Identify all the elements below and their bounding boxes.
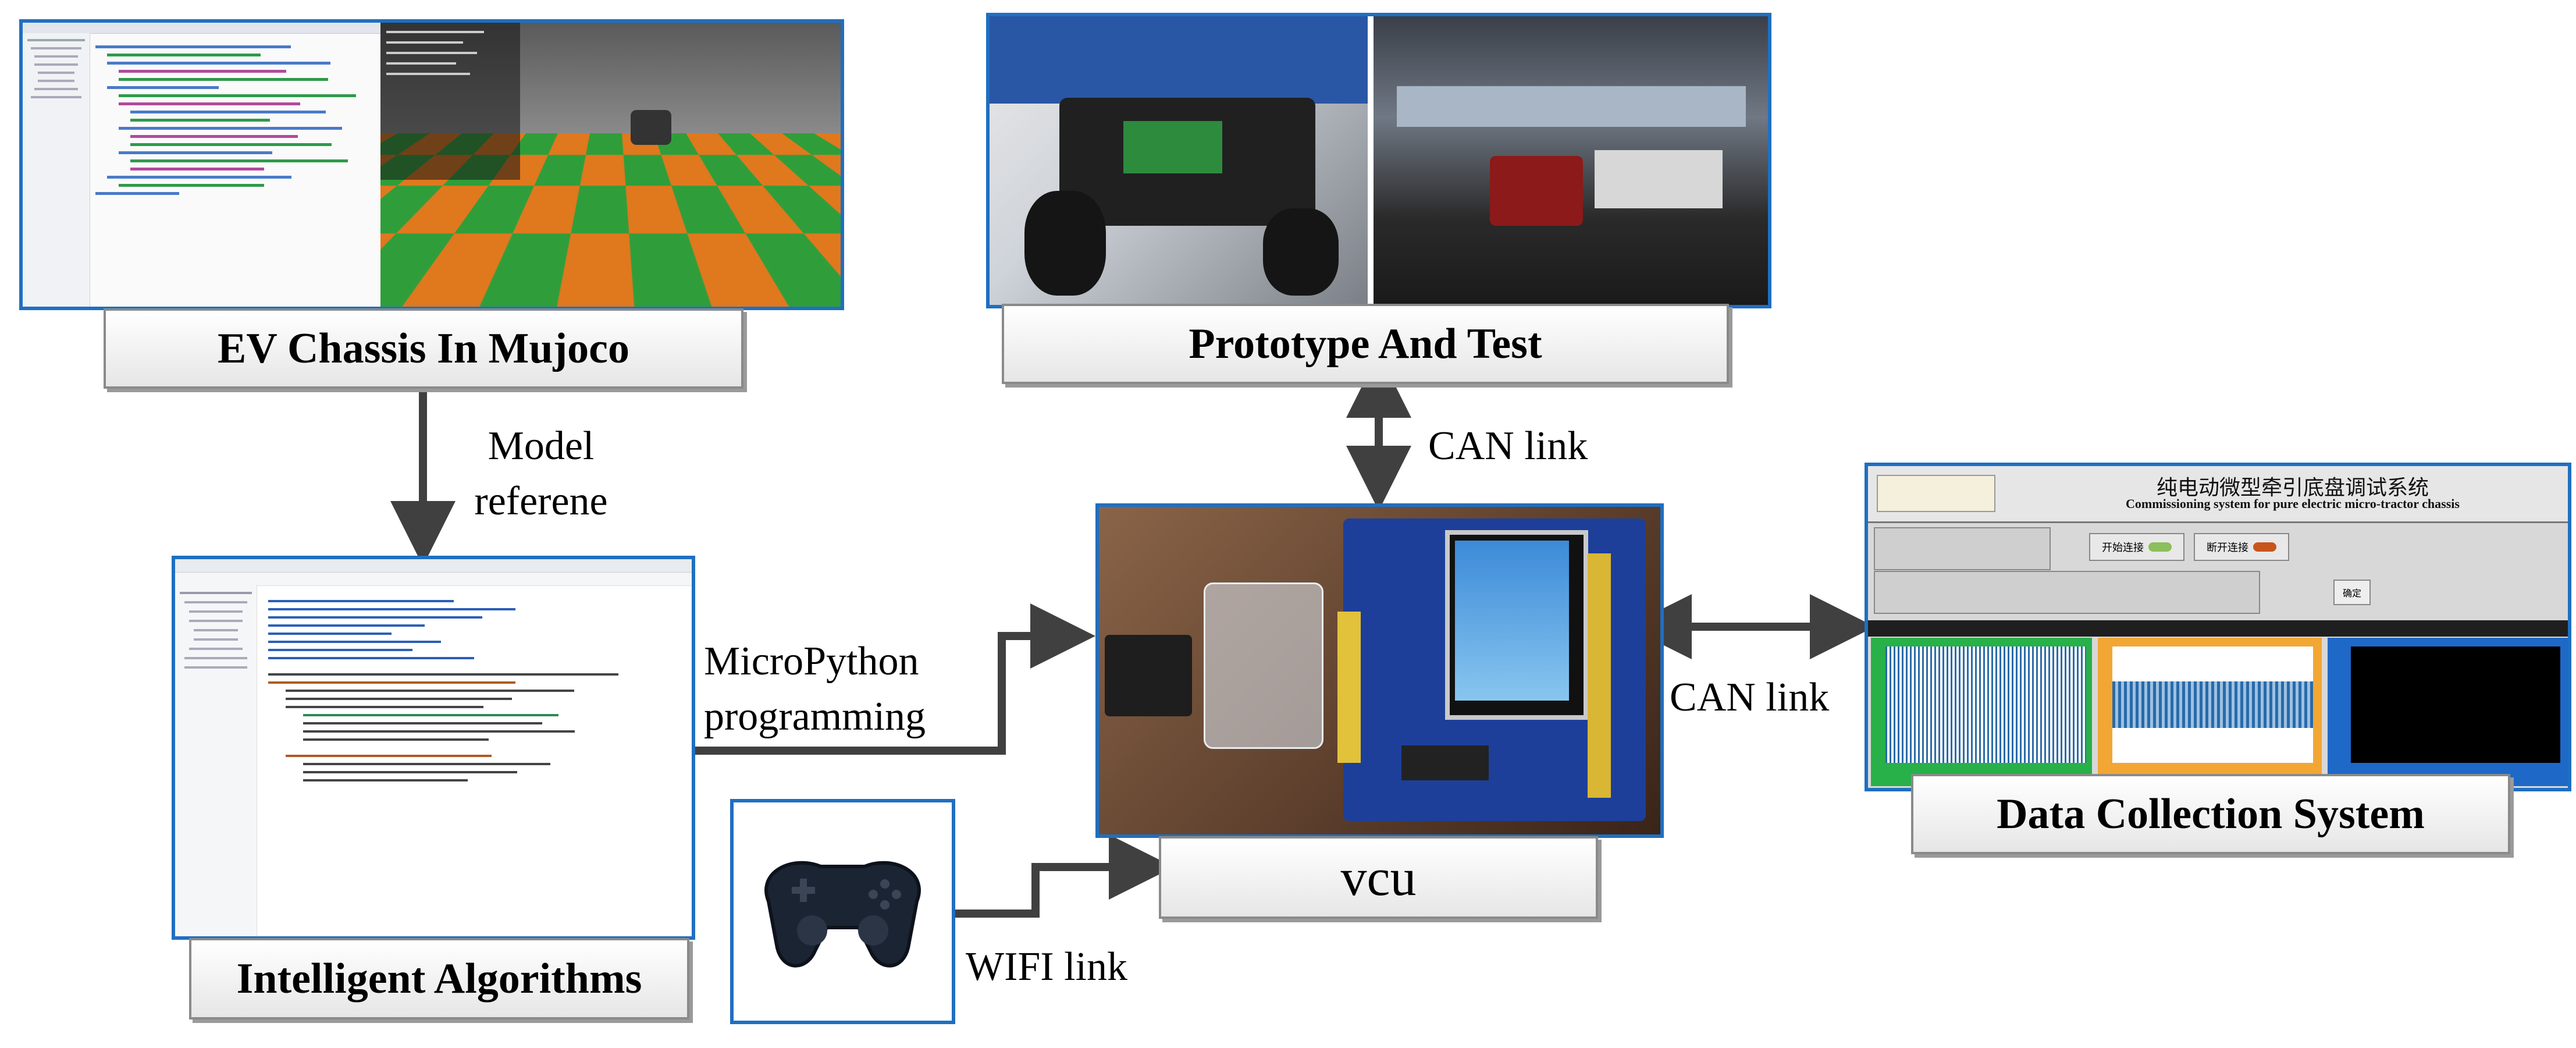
gamepad-photo — [730, 799, 955, 1024]
algorithms-label: Intelligent Algorithms — [189, 938, 689, 1019]
plot-panel-blue — [2328, 638, 2568, 786]
plot-panel-orange — [2098, 638, 2322, 786]
chassis-photo — [990, 16, 1368, 305]
university-logo — [1877, 475, 1995, 512]
test-track-photo — [1374, 16, 1768, 305]
arrow-wifi — [953, 834, 1174, 918]
mujoco-label: EV Chassis In Mujoco — [104, 308, 743, 389]
daq-software-screenshot: 纯电动微型牵引底盘调试系统 Commissioning system for p… — [1865, 463, 2571, 791]
python-ide-screenshot — [172, 556, 695, 940]
prototype-label: Prototype And Test — [1002, 304, 1729, 384]
micropython-label: MicroPython programming — [704, 639, 926, 739]
gamepad-icon — [764, 861, 921, 968]
xml-editor — [23, 23, 380, 307]
plot-panel-green — [1871, 638, 2092, 786]
simulation-view — [380, 23, 841, 307]
can-link-right-label: CAN link — [1670, 675, 1830, 720]
robot-icon — [631, 110, 671, 145]
daq-label: Data Collection System — [1911, 774, 2510, 854]
vcu-label: vcu — [1159, 836, 1598, 919]
daq-title-cn: 纯电动微型牵引底盘调试系统 — [2156, 476, 2429, 500]
prototype-photos — [986, 13, 1771, 308]
wifi-link-label: WIFI link — [966, 944, 1128, 989]
start-connect-button[interactable]: 开始连接 — [2089, 533, 2184, 561]
vcu-board-photo — [1095, 503, 1664, 838]
model-reference-label: Model referene — [474, 424, 608, 524]
confirm-button[interactable]: 确定 — [2333, 580, 2371, 605]
can-link-top-label: CAN link — [1428, 424, 1588, 468]
daq-title-en: Commissioning system for pure electric m… — [2126, 496, 2460, 511]
mujoco-screenshot — [19, 19, 844, 310]
stop-connect-button[interactable]: 断开连接 — [2194, 533, 2289, 561]
arrow-micropython — [692, 603, 1095, 755]
